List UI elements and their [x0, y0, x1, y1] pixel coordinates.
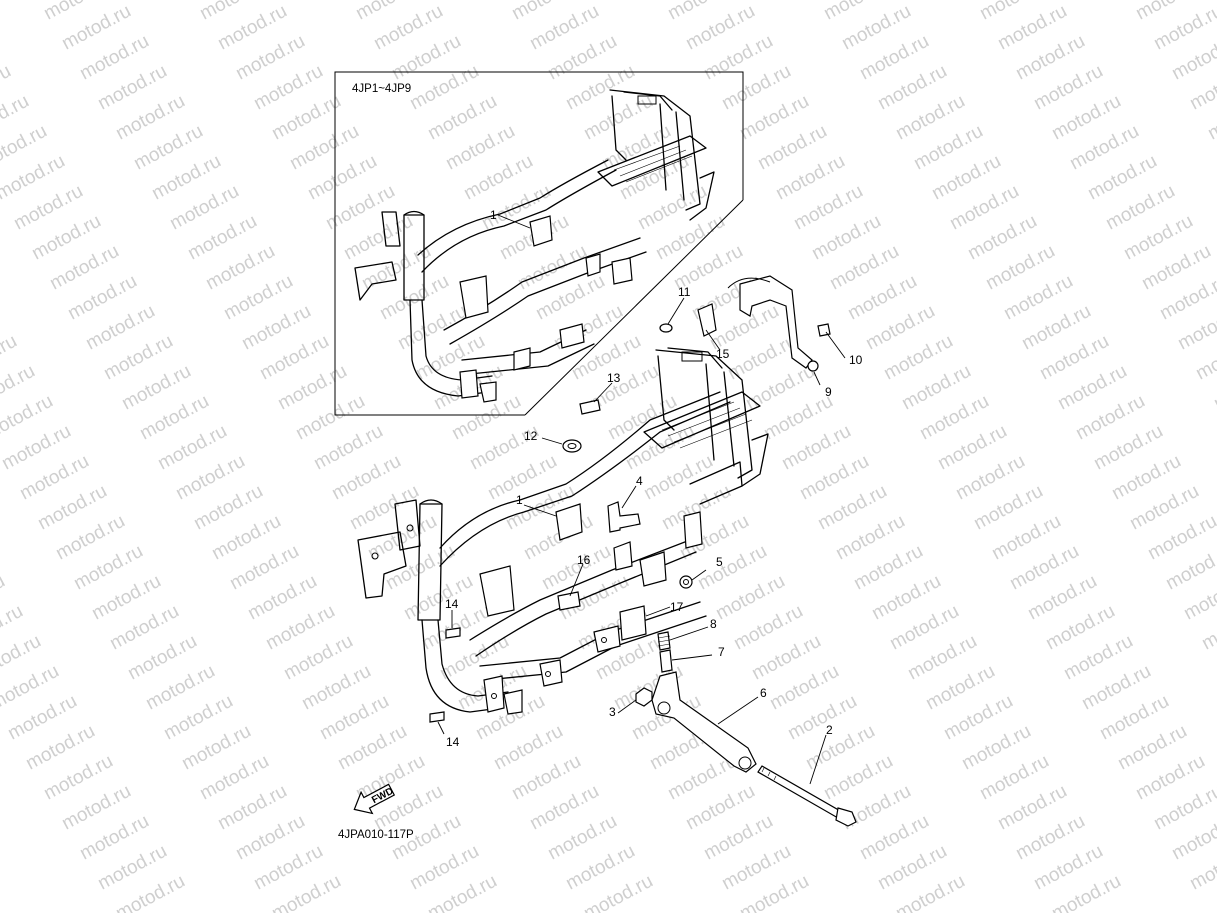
callout-7: 7: [718, 645, 725, 659]
part-7-collar: [659, 649, 673, 673]
part-15-clip: [697, 303, 717, 337]
part-10-bolt: [817, 323, 831, 337]
part-10-bracket: [739, 275, 813, 369]
loose-parts: [429, 275, 857, 827]
callout-15: 15: [716, 347, 730, 361]
callout-5: 5: [716, 555, 723, 569]
inset-border: [334, 71, 744, 416]
callout-4: 4: [636, 474, 643, 488]
inset-leader-1: [497, 214, 531, 229]
callout-10: 10: [849, 353, 863, 367]
inset-panel: 4JP1~4JP9: [334, 71, 744, 416]
part-4-bolt: [607, 501, 641, 533]
inset-label: 4JP1~4JP9: [352, 83, 411, 95]
part-13-pad: [579, 399, 601, 415]
callout-numbers: 1 2 3 4 5 6 7 8 9 10 11 12 13 14 14 15 1…: [445, 285, 863, 749]
callout-8: 8: [710, 617, 717, 631]
inset-border-diagonal: [524, 199, 744, 416]
callout-6: 6: [760, 686, 767, 700]
callout-16: 16: [577, 553, 591, 567]
diagram-code: 4JPA010-117P: [338, 829, 414, 841]
inset-frame-drawing: [354, 89, 715, 403]
callout-3: 3: [609, 705, 616, 719]
part-14-tag-lower: [429, 711, 445, 723]
callout-9: 9: [825, 385, 832, 399]
callout-17: 17: [670, 600, 684, 614]
callout-14-upper: 14: [445, 597, 459, 611]
inset-callout-1: 1: [490, 208, 497, 222]
part-6-arm: [651, 671, 757, 773]
part-14-tag-upper: [445, 627, 461, 639]
part-5-nut: [679, 575, 693, 589]
part-12-grommet: [562, 439, 582, 453]
part-17-label: [619, 605, 647, 641]
callout-13: 13: [607, 371, 621, 385]
part-9-nut: [807, 360, 819, 372]
callout-2: 2: [826, 723, 833, 737]
part-11-grommet: [659, 323, 673, 333]
callout-1: 1: [516, 493, 523, 507]
main-frame-drawing: [357, 347, 769, 715]
callout-14-lower: 14: [446, 735, 460, 749]
leader-lines: [437, 297, 846, 785]
callout-11: 11: [678, 285, 691, 299]
callout-12: 12: [524, 429, 538, 443]
